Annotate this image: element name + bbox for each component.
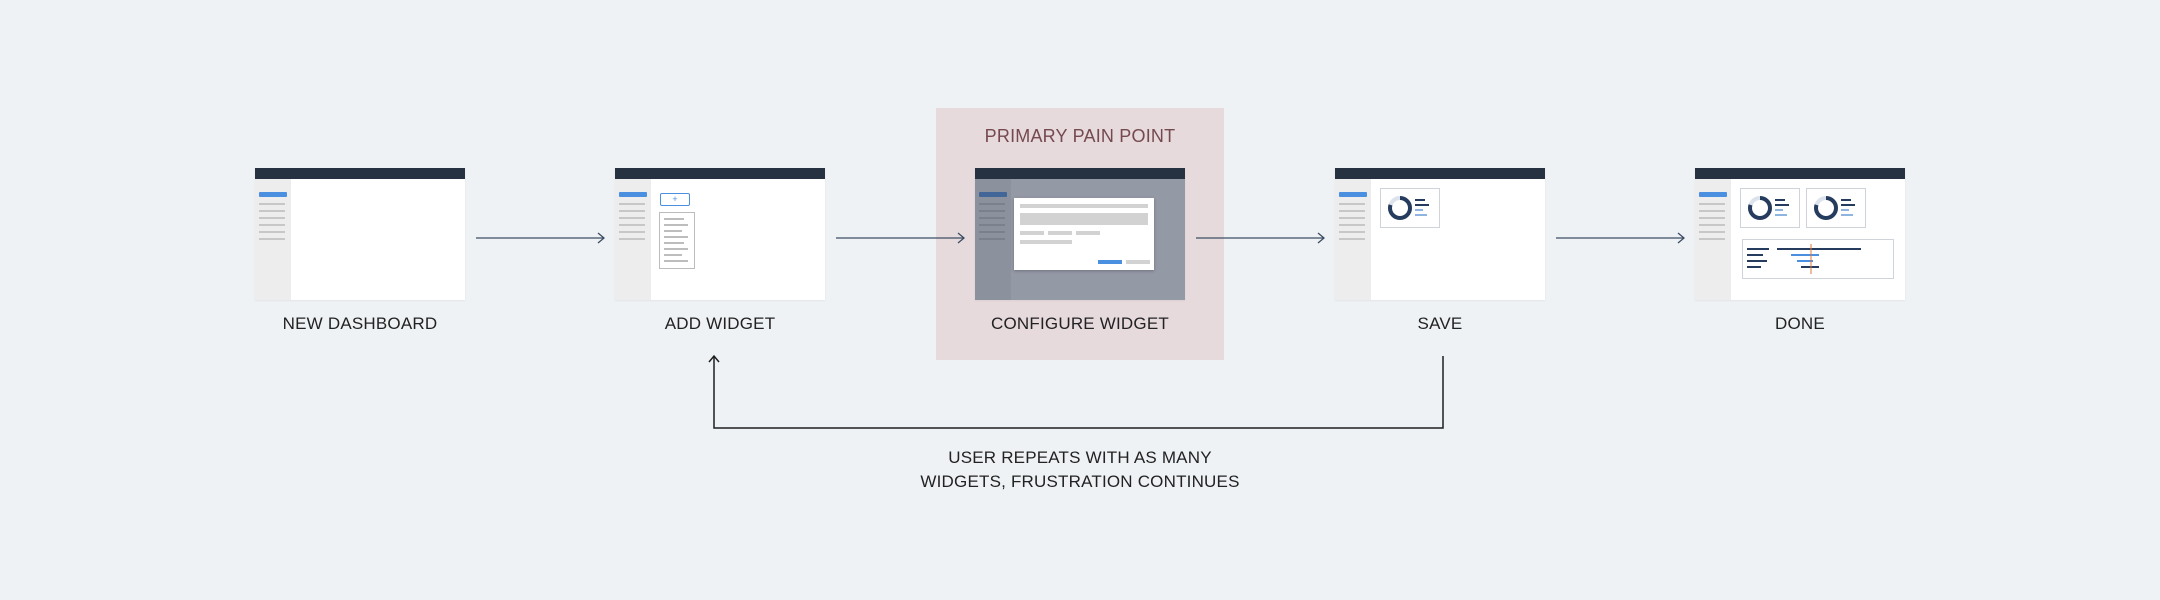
pain-point-title: PRIMARY PAIN POINT: [984, 126, 1176, 146]
step-label-add-widget: ADD WIDGET: [664, 314, 776, 333]
step-thumbnail-done: [1695, 168, 1905, 300]
donut-widget: [1806, 188, 1866, 228]
step-thumbnail-new-dashboard: [255, 168, 465, 300]
config-modal: [1014, 198, 1154, 270]
thumb-sidebar: [1335, 179, 1371, 300]
step-label-new-dashboard: NEW DASHBOARD: [282, 314, 438, 333]
modal-cancel-button: [1126, 260, 1150, 264]
thumb-sidebar: [615, 179, 651, 300]
donut-widget: [1380, 188, 1440, 228]
step-thumbnail-add-widget: +: [615, 168, 825, 300]
step-thumbnail-configure-widget: [975, 168, 1185, 300]
step-label-done: DONE: [1775, 314, 1825, 333]
thumb-topbar: [615, 168, 825, 179]
timeline-chart-icon: [1747, 244, 1861, 274]
thumb-topbar: [1335, 168, 1545, 179]
thumb-topbar: [1695, 168, 1905, 179]
thumb-topbar: [975, 168, 1185, 179]
arrow-right-icon: [476, 232, 606, 244]
arrow-right-icon: [1196, 232, 1326, 244]
step-thumbnail-save: [1335, 168, 1545, 300]
donut-chart-icon: [1388, 196, 1429, 220]
thumb-topbar: [255, 168, 465, 179]
plus-icon: +: [672, 194, 678, 204]
donut-widget: [1740, 188, 1800, 228]
loop-note: USER REPEATS WITH AS MANY WIDGETS, FRUST…: [880, 446, 1280, 494]
loop-note-line-1: USER REPEATS WITH AS MANY: [948, 448, 1212, 467]
arrow-right-icon: [1556, 232, 1686, 244]
thumb-sidebar: [255, 179, 291, 300]
add-widget-button: +: [660, 193, 690, 206]
thumb-sidebar: [1695, 179, 1731, 300]
step-label-configure-widget: CONFIGURE WIDGET: [991, 314, 1169, 333]
widget-menu: [659, 212, 695, 269]
modal-save-button: [1098, 260, 1122, 264]
arrow-right-icon: [836, 232, 966, 244]
loop-note-line-2: WIDGETS, FRUSTRATION CONTINUES: [920, 472, 1240, 491]
loop-arrow-icon: [708, 354, 1444, 429]
step-label-save: SAVE: [1417, 314, 1463, 333]
timeline-widget: [1742, 239, 1894, 279]
donut-chart-icon: [1748, 196, 1789, 220]
donut-chart-icon: [1814, 196, 1855, 220]
